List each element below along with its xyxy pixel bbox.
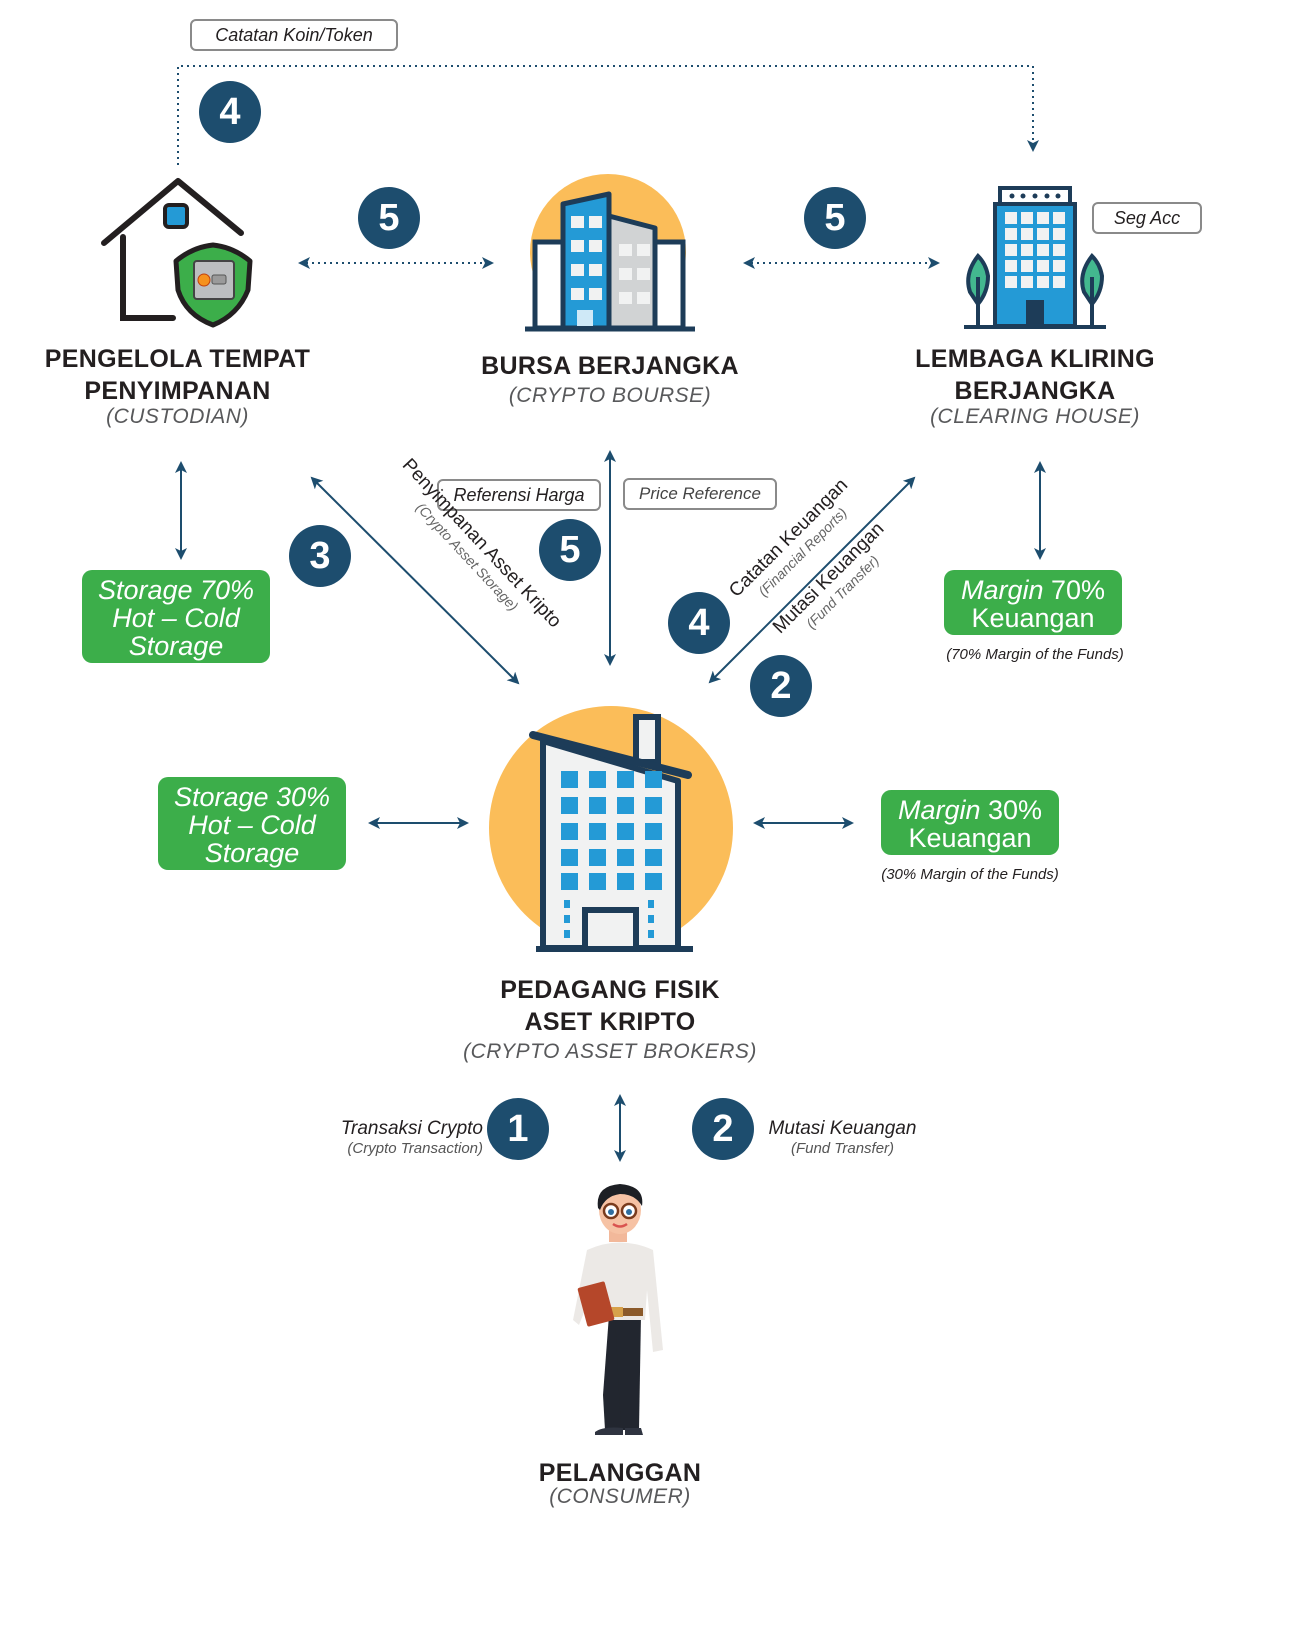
clearing-subtitle: (CLEARING HOUSE) bbox=[930, 405, 1140, 428]
margin-70-pct: 70% bbox=[1051, 575, 1106, 605]
step-badge-2-fund: 2 bbox=[750, 655, 812, 717]
brokers-subtitle: (CRYPTO ASSET BROKERS) bbox=[463, 1040, 757, 1063]
margin-30-box: Margin 30% Keuangan bbox=[881, 790, 1059, 855]
custodian-title: PENGELOLA TEMPAT PENYIMPANAN bbox=[20, 343, 335, 407]
margin-30-pct: 30% bbox=[988, 795, 1043, 825]
factory-building-icon bbox=[489, 706, 733, 952]
storage-30-box: Storage 30% Hot – Cold Storage bbox=[158, 777, 346, 870]
price-reference-tag: Price Reference bbox=[623, 478, 777, 510]
margin-70-box: Margin 70% Keuangan bbox=[944, 570, 1122, 635]
step-badge-1: 1 bbox=[487, 1098, 549, 1160]
clearing-title: LEMBAGA KLIRING BERJANGKA bbox=[885, 343, 1185, 407]
margin-30-line2: Keuangan bbox=[908, 823, 1032, 853]
storage-30-line2: Hot – Cold bbox=[188, 810, 316, 840]
storage-70-line1: Storage 70% bbox=[97, 575, 255, 605]
step-badge-4-reports: 4 bbox=[668, 592, 730, 654]
brokers-title-line2: ASET KRIPTO bbox=[524, 1008, 696, 1036]
clearing-title-line2: BERJANGKA bbox=[954, 377, 1116, 405]
consumer-title: PELANGGAN bbox=[538, 1459, 702, 1487]
step-badge-2-consumer: 2 bbox=[692, 1098, 754, 1160]
tower-trees-icon bbox=[964, 186, 1106, 329]
coin-token-tag: Catatan Koin/Token bbox=[190, 19, 398, 51]
margin-70-word: Margin bbox=[960, 575, 1044, 605]
fund-transfer-label: Mutasi Keuangan (Fund Transfer) bbox=[765, 1118, 920, 1158]
step-badge-5-right: 5 bbox=[804, 187, 866, 249]
margin-70-note: (70% Margin of the Funds) bbox=[946, 646, 1124, 663]
step-badge-5-center: 5 bbox=[539, 519, 601, 581]
bourse-subtitle: (CRYPTO BOURSE) bbox=[508, 384, 712, 407]
crypto-transaction-label: Transaksi Crypto (Crypto Transaction) bbox=[318, 1118, 483, 1158]
margin-30-note: (30% Margin of the Funds) bbox=[881, 866, 1059, 883]
coin-token-dotted-path bbox=[177, 65, 1039, 165]
office-buildings-icon bbox=[525, 174, 695, 332]
custodian-title-line1: PENGELOLA TEMPAT bbox=[44, 345, 311, 373]
seg-acc-tag: Seg Acc bbox=[1092, 202, 1202, 234]
storage-70-line3: Storage bbox=[128, 631, 224, 661]
brokers-title: PEDAGANG FISIK ASET KRIPTO bbox=[455, 974, 765, 1038]
margin-30-word: Margin bbox=[897, 795, 981, 825]
step-badge-3: 3 bbox=[289, 525, 351, 587]
fund-transfer-main: Mutasi Keuangan bbox=[768, 1118, 917, 1139]
clearing-title-line1: LEMBAGA KLIRING bbox=[915, 345, 1155, 373]
crypto-transaction-sub: (Crypto Transaction) bbox=[347, 1140, 483, 1157]
margin-70-line2: Keuangan bbox=[971, 603, 1095, 633]
custodian-subtitle: (CUSTODIAN) bbox=[106, 405, 249, 428]
consumer-subtitle: (CONSUMER) bbox=[549, 1485, 691, 1508]
bourse-title: BURSA BERJANGKA bbox=[481, 352, 739, 380]
brokers-title-line1: PEDAGANG FISIK bbox=[500, 976, 720, 1004]
step-badge-4-top: 4 bbox=[199, 81, 261, 143]
house-shield-safe-icon bbox=[101, 178, 253, 328]
storage-70-box: Storage 70% Hot – Cold Storage bbox=[82, 570, 270, 663]
custodian-title-line2: PENYIMPANAN bbox=[84, 377, 271, 405]
referensi-harga-tag: Referensi Harga bbox=[437, 479, 601, 511]
crypto-transaction-main: Transaksi Crypto bbox=[340, 1118, 483, 1139]
storage-30-line1: Storage 30% bbox=[173, 782, 331, 812]
fund-transfer-sub: (Fund Transfer) bbox=[790, 1140, 895, 1157]
storage-30-line3: Storage bbox=[204, 838, 300, 868]
step-badge-5-left: 5 bbox=[358, 187, 420, 249]
clearing-brokers-arrow bbox=[708, 476, 916, 684]
storage-70-line2: Hot – Cold bbox=[112, 603, 240, 633]
person-icon bbox=[573, 1184, 663, 1435]
custodian-brokers-arrow bbox=[310, 476, 520, 685]
